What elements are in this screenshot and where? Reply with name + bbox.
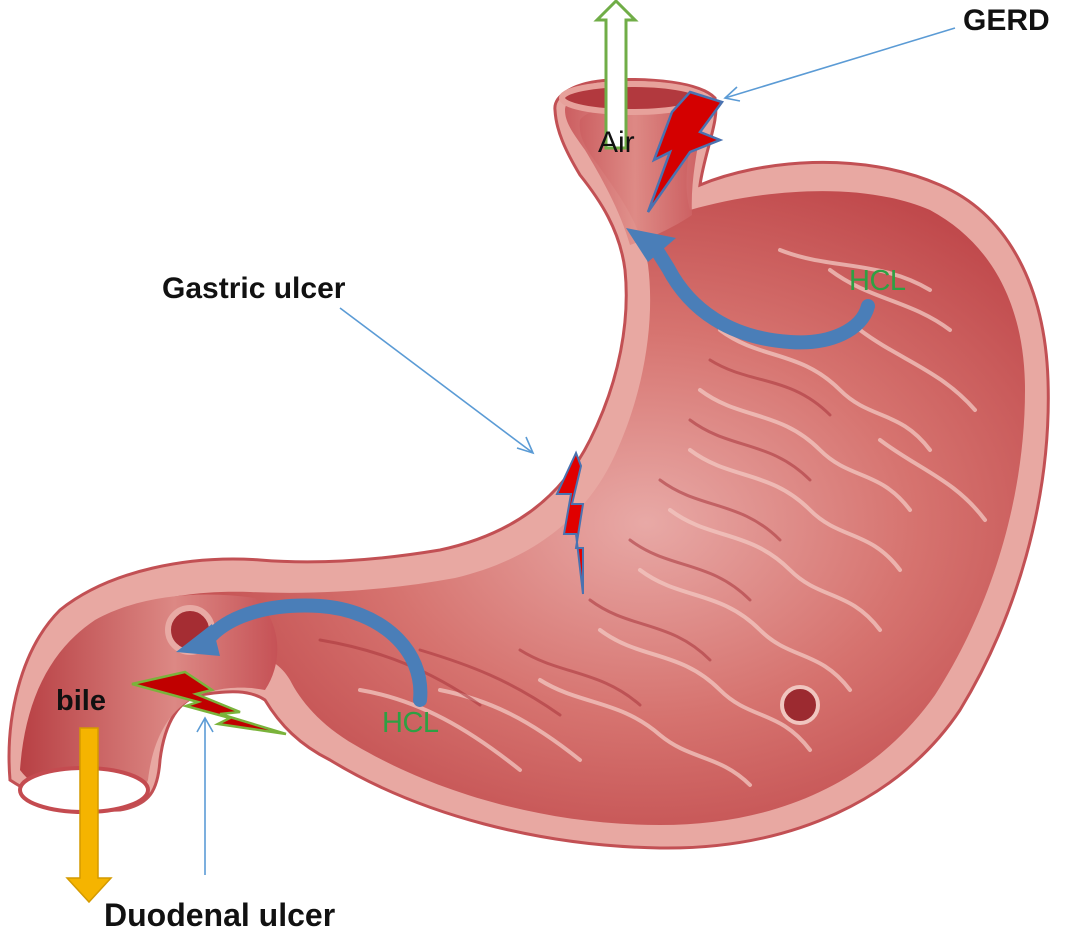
duodenal-ulcer-label: Duodenal ulcer <box>104 899 335 931</box>
gastric-ulcer-label: Gastric ulcer <box>162 274 345 304</box>
hcl-lower-label: HCL <box>382 709 439 738</box>
gastric-ulcer-pointer-line <box>340 308 533 453</box>
bile-label: bile <box>56 687 106 716</box>
gerd-pointer-line <box>725 28 955 98</box>
hcl-upper-label: HCL <box>849 267 906 296</box>
gerd-label: GERD <box>963 6 1050 36</box>
stomach-body <box>9 80 1048 849</box>
stomach-ulcer-crater <box>782 687 818 723</box>
air-label: Air <box>598 128 635 158</box>
stomach-inner-lining <box>28 106 1025 825</box>
